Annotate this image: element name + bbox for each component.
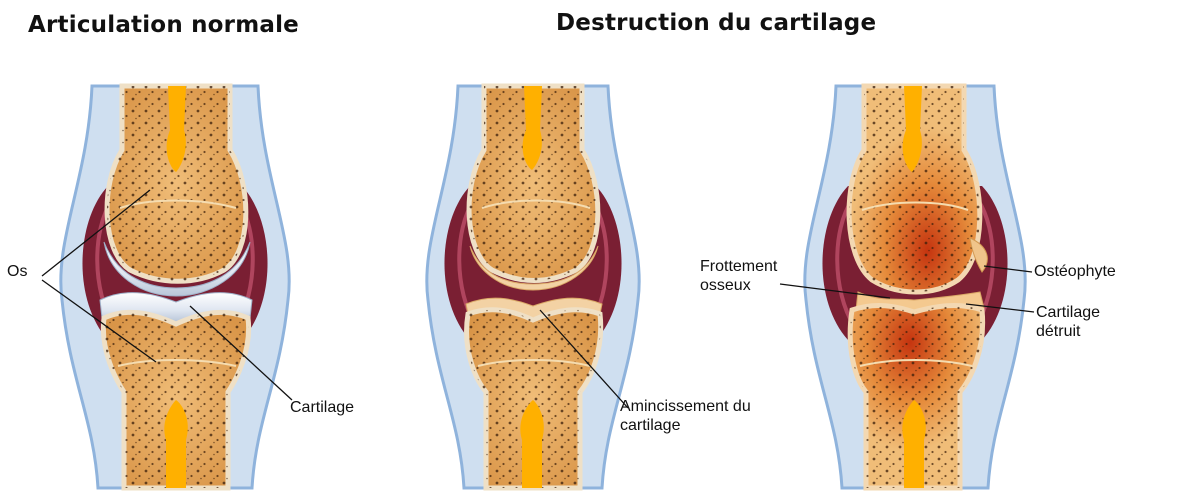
thinning-joint xyxy=(427,86,639,488)
label-cartilage-detruit-line2: détruit xyxy=(1036,322,1100,341)
label-amincissement: Amincissement du cartilage xyxy=(620,397,751,435)
title-normal-joint: Articulation normale xyxy=(28,12,299,38)
label-cartilage: Cartilage xyxy=(290,398,354,417)
normal-joint xyxy=(61,86,289,488)
title-cartilage-destruction: Destruction du cartilage xyxy=(556,10,876,36)
label-osteophyte: Ostéophyte xyxy=(1034,262,1116,281)
label-amincissement-line2: cartilage xyxy=(620,416,751,435)
label-frottement-line1: Frottement xyxy=(700,257,777,276)
label-amincissement-line1: Amincissement du xyxy=(620,397,751,416)
label-cartilage-detruit: Cartilage détruit xyxy=(1036,303,1100,341)
label-frottement-osseux: Frottement osseux xyxy=(700,257,777,295)
label-frottement-line2: osseux xyxy=(700,276,777,295)
label-cartilage-detruit-line1: Cartilage xyxy=(1036,303,1100,322)
destroyed-joint xyxy=(805,86,1025,488)
label-os: Os xyxy=(7,262,27,281)
